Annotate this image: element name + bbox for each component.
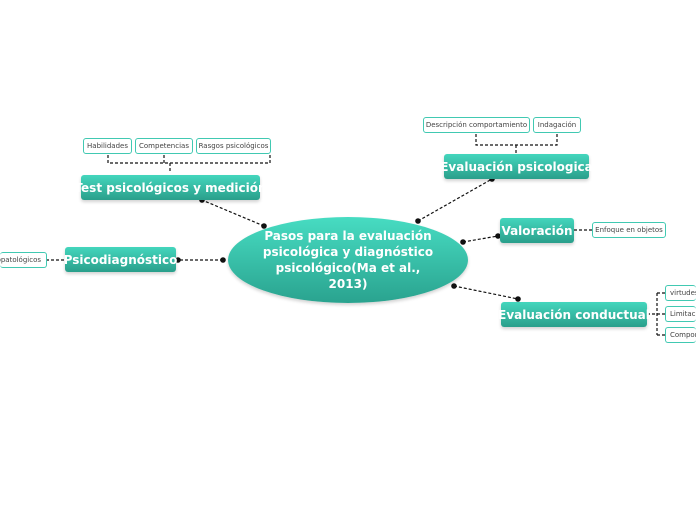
topic-evaluacion-psicologica[interactable]: Evaluación psicologica [440,154,593,179]
dot [515,296,521,302]
subtopic-label: Limitaci [670,310,696,318]
dot [220,257,226,263]
topic-label: Test psicológicos y medición [74,180,267,195]
subtopic-rasgos-psicologicos[interactable]: Rasgos psicológicos [196,138,271,154]
connector-valoracion [462,235,499,243]
subtopic-limitaciones[interactable]: Limitaci [665,306,696,322]
subtopic-comportamiento[interactable]: Compor [665,327,696,343]
subtopic-virtudes[interactable]: virtudes [665,285,696,301]
dot [175,257,181,263]
connector-evaluacion-psicologica [417,178,493,222]
subtopic-label: virtudes [670,289,696,297]
dot [460,239,466,245]
central-topic[interactable]: Pasos para la evaluación psicológica y d… [228,217,468,303]
subtopic-label: Rasgos psicológicos [198,142,269,150]
topic-label: Psicodiagnóstico [63,252,178,267]
subtopic-indagacion[interactable]: Indagación [533,117,581,133]
topic-valoracion[interactable]: Valoración [500,218,574,243]
topic-label: Valoración [501,223,573,238]
central-topic-label: Pasos para la evaluación psicológica y d… [262,229,434,291]
dot [415,218,421,224]
topic-test-psicologicos[interactable]: Test psicológicos y medición [74,175,267,200]
connector-test [201,199,265,227]
topic-psicodiagnostico[interactable]: Psicodiagnóstico [63,247,178,272]
dot [451,283,457,289]
subtopic-label: Indagación [537,121,577,129]
subtopic-competencias[interactable]: Competencias [135,138,193,154]
topic-label: Evaluación conductual [498,307,650,322]
subtopic-label: opatológicos [0,256,41,264]
subtopic-label: Compor [670,331,696,339]
bracket-evaluacion-psicologica [475,134,558,154]
dot [261,223,267,229]
topic-label: Evaluación psicologica [440,159,593,174]
subtopic-label: Habilidades [87,142,128,150]
bracket-test [107,155,271,173]
subtopic-descripcion-comportamiento[interactable]: Descripción comportamiento [423,117,530,133]
topic-evaluacion-conductual[interactable]: Evaluación conductual [498,302,650,327]
dot [495,233,501,239]
bracket-evaluacion-conductual [647,292,665,336]
connector-evaluacion-conductual [453,285,519,300]
subtopic-label: Competencias [139,142,189,150]
subtopic-habilidades[interactable]: Habilidades [83,138,132,154]
subtopic-label: Descripción comportamiento [425,121,528,129]
subtopic-label: Enfoque en objetos [595,226,663,234]
subtopic-psicopatologicos[interactable]: opatológicos [0,252,47,268]
subtopic-enfoque-en-objetos[interactable]: Enfoque en objetos [592,222,666,238]
